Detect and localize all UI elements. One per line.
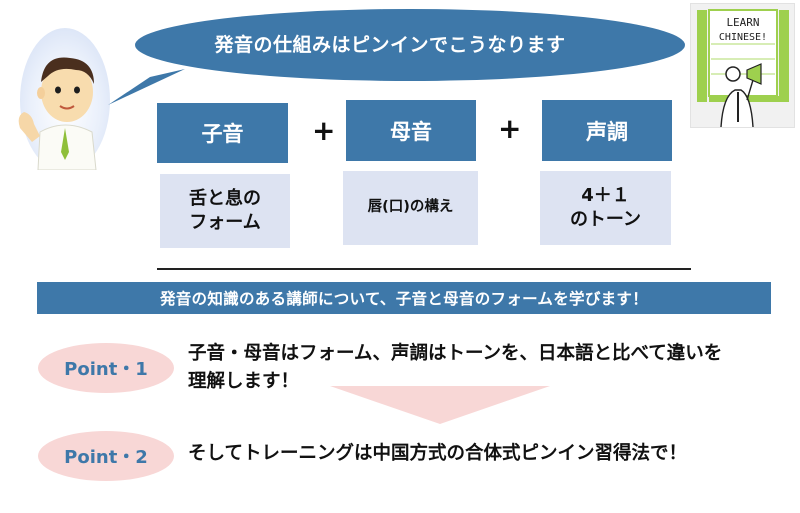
tone-desc-line1: 4＋１ bbox=[581, 184, 630, 208]
megaphone-man-icon: LEARN CHINESE! bbox=[691, 4, 794, 127]
vowel-desc-line1: 唇(口)の構え bbox=[368, 198, 454, 218]
consonant-desc-line1: 舌と息の bbox=[189, 187, 261, 211]
tone-desc-line2: のトーン bbox=[570, 208, 641, 232]
plus-operator-1: + bbox=[312, 114, 335, 147]
learn-chinese-illustration: LEARN CHINESE! bbox=[690, 3, 795, 128]
divider-line bbox=[157, 268, 691, 270]
plus-operator-2: + bbox=[498, 112, 521, 145]
learn-text: LEARN bbox=[726, 16, 759, 29]
point-2-line1: そしてトレーニングは中国方式の合体式ピンイン習得法で！ bbox=[188, 440, 687, 468]
consonant-desc-line2: フォーム bbox=[189, 211, 260, 235]
summary-banner: 発音の知識のある講師について、子音と母音のフォームを学びます！ bbox=[37, 282, 771, 314]
tone-title: 声調 bbox=[542, 100, 672, 161]
down-arrow-icon bbox=[330, 386, 550, 424]
consonant-title: 子音 bbox=[157, 103, 288, 163]
speech-bubble-text: 発音の仕組みはピンインでこうなります bbox=[120, 18, 660, 68]
consonant-description: 舌と息の フォーム bbox=[160, 174, 290, 248]
vowel-title: 母音 bbox=[346, 100, 476, 161]
point-1-line1: 子音・母音はフォーム、声調はトーンを、日本語と比べて違いを bbox=[188, 340, 722, 368]
chinese-text: CHINESE! bbox=[719, 32, 767, 43]
point-1-label: Point・1 bbox=[38, 343, 174, 393]
point-2-label: Point・2 bbox=[38, 431, 174, 481]
point-2-text: そしてトレーニングは中国方式の合体式ピンイン習得法で！ bbox=[188, 440, 687, 468]
tone-description: 4＋１ のトーン bbox=[540, 171, 671, 245]
vowel-description: 唇(口)の構え bbox=[343, 171, 478, 245]
